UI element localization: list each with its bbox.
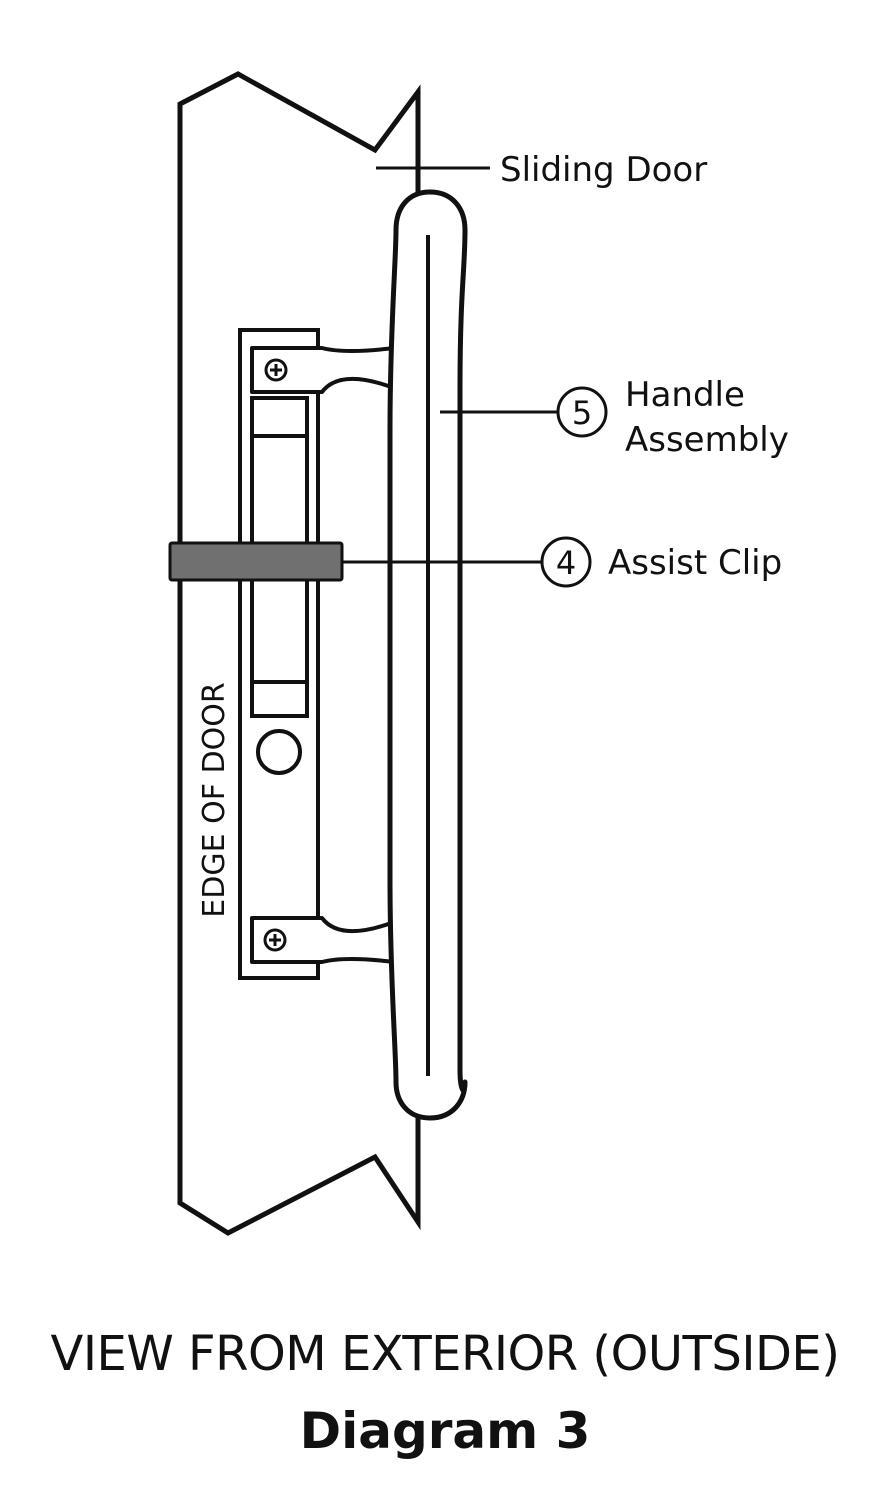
handle-assembly-callout-circle [556, 386, 608, 438]
edge-of-door-label: EDGE OF DOOR [197, 682, 232, 917]
screw-icon [263, 928, 287, 952]
sliding-door-label: Sliding Door [500, 150, 707, 190]
assist-clip-label: Assist Clip [608, 543, 782, 583]
screw-icon [264, 358, 288, 382]
plate-hole [256, 729, 302, 775]
assist-clip-number: 4 [556, 544, 576, 582]
assist-clip-callout-circle [540, 536, 592, 588]
handle-body [387, 189, 468, 1121]
upper-handle-arm [250, 346, 396, 394]
handle-assembly-label-line1: Handle [625, 375, 745, 415]
handle-assembly-label-line2: Assembly [625, 420, 789, 460]
handle-assembly-number: 5 [572, 394, 592, 432]
assist-clip [168, 541, 344, 582]
view-caption: VIEW FROM EXTERIOR (OUTSIDE) [50, 1326, 840, 1382]
lower-handle-arm [250, 916, 396, 964]
diagram-title: Diagram 3 [299, 1402, 591, 1460]
